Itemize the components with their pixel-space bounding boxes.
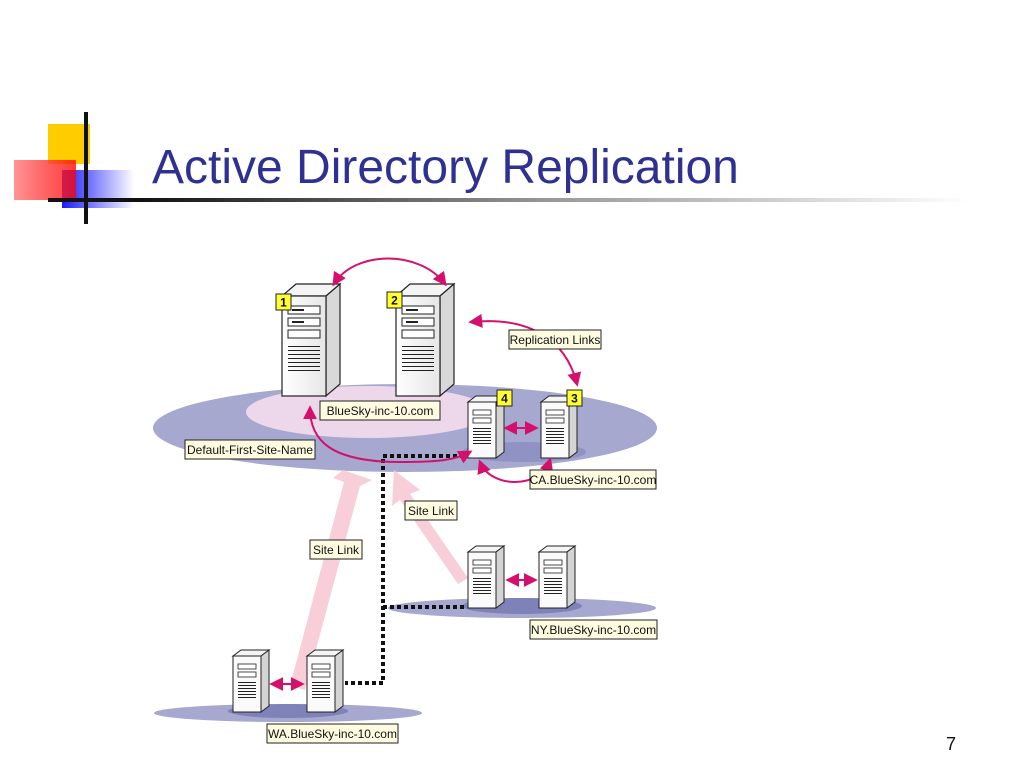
default-site-label: Default-First-Site-Name [187,443,313,457]
domain-root-label-box [319,400,441,421]
logo-yellow-square [48,124,90,164]
logo-vertical-bar [84,112,88,224]
site-link-arrow-wa [290,470,372,690]
domain-root-label: BlueSky-inc-10.com [327,404,434,418]
domain-ca-label-box [529,469,657,490]
badge-3: 3 [571,392,578,406]
replication-links-label: Replication Links [510,333,601,347]
domain-ca-label: CA.BlueSky-inc-10.com [530,473,657,487]
domain-ny-label: NY.BlueSky-inc-10.com [531,623,656,637]
badge-1-box [275,293,292,311]
site-link-2-label-box [404,500,458,521]
badge-4-box [496,389,513,407]
wa-server-right-icon [306,649,344,713]
ny-server-right-icon [538,545,576,609]
replication-arrow-3-4 [477,457,554,483]
badge-3-box [566,389,583,407]
ny-server-left-icon [467,545,505,609]
replication-arrow-1-2 [332,257,447,287]
default-site-label-box [184,439,316,460]
wa-server-left-icon [232,649,270,713]
slide-title: Active Directory Replication [152,141,739,194]
server-2-icon [395,283,455,397]
title-underline [48,198,968,202]
badge-2-box [386,291,403,309]
site-link-1-label: Site Link [313,543,360,557]
domain-ny-label-box [529,619,658,640]
site-link-2-label: Site Link [408,504,455,518]
badge-2: 2 [391,294,398,308]
site-link-1-label-box [309,539,363,560]
logo-red-square [14,160,76,200]
domain-wa-label: WA.BlueSky-inc-10.com [268,727,397,741]
slide-logo-squares [14,112,134,224]
badge-4: 4 [501,392,508,406]
replication-arrow-1-4 [303,405,473,464]
badge-1: 1 [280,296,287,310]
site-link-arrow-ny [392,470,468,584]
page-number: 7 [946,734,957,754]
replication-links-label-box [508,329,602,350]
domain-wa-label-box [266,723,399,744]
